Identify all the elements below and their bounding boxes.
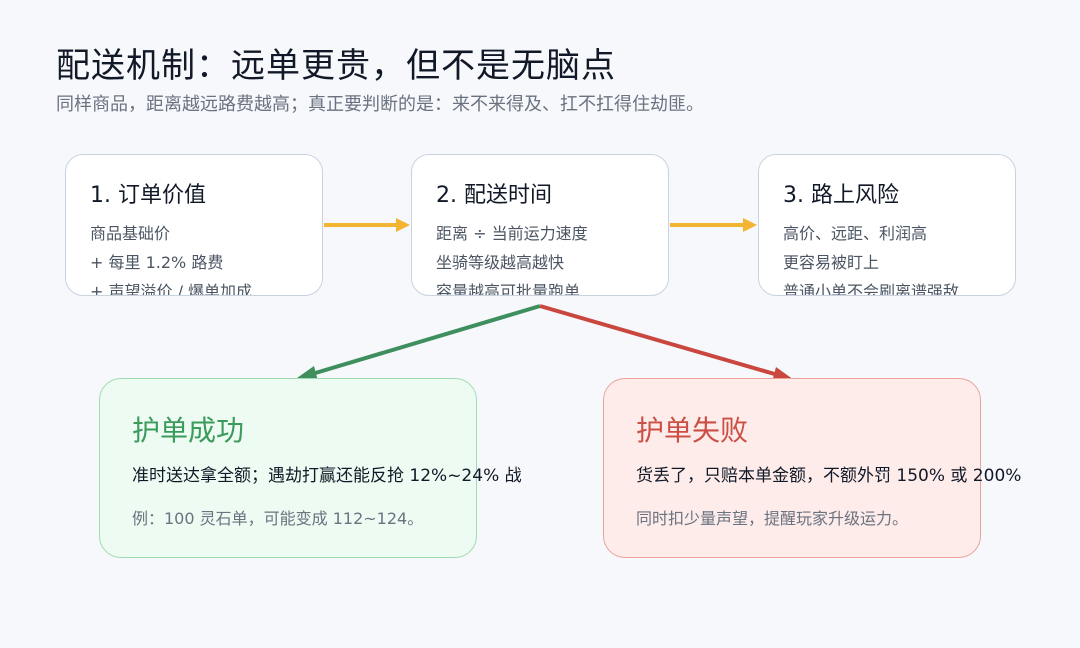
outcome-example: 例：100 灵石单，可能变成 112~124。 <box>132 509 424 528</box>
step-line: + 声望溢价 / 爆单加成 <box>90 282 253 296</box>
arrow-step2-to-step3 <box>670 218 757 232</box>
outcome-description: 货丢了，只赔本单金额，不额外罚 150% 或 200% <box>636 466 1022 486</box>
outcome-title: 护单失败 <box>636 414 749 447</box>
step-card-order-value: 1. 订单价值 商品基础价 + 每里 1.2% 路费 + 声望溢价 / 爆单加成 <box>65 154 323 296</box>
outcome-card-success: 护单成功 准时送达拿全额；遇劫打赢还能反抢 12%~24% 战 例：100 灵石… <box>99 378 522 558</box>
arrow-step1-to-step2 <box>324 218 410 232</box>
outcome-card-fail: 护单失败 货丢了，只赔本单金额，不额外罚 150% 或 200% 同时扣少量声望… <box>603 378 1021 558</box>
step-title: 1. 订单价值 <box>90 183 206 208</box>
outcome-description: 准时送达拿全额；遇劫打赢还能反抢 12%~24% 战 <box>132 466 522 486</box>
step-title: 2. 配送时间 <box>436 183 552 208</box>
page-subtitle: 同样商品，距离越远路费越高；真正要判断的是：来不来得及、扛不扛得住劫匪。 <box>56 94 704 115</box>
step-line: 普通小单不会刷离谱强敌 <box>783 282 960 296</box>
outcome-example: 同时扣少量声望，提醒玩家升级运力。 <box>636 509 909 528</box>
step-line: 更容易被盯上 <box>783 253 880 272</box>
step-title: 3. 路上风险 <box>783 183 899 208</box>
step-line: 商品基础价 <box>90 224 171 243</box>
step-line: 距离 ÷ 当前运力速度 <box>436 224 588 243</box>
step-card-road-risk: 3. 路上风险 高价、远距、利润高 更容易被盯上 普通小单不会刷离谱强敌 <box>758 154 1016 296</box>
step-line: + 每里 1.2% 路费 <box>90 253 224 272</box>
page-title: 配送机制：远单更贵，但不是无脑点 <box>56 46 616 86</box>
arrow-to-fail <box>539 304 794 382</box>
step-card-delivery-time: 2. 配送时间 距离 ÷ 当前运力速度 坐骑等级越高越快 容量越高可批量跑单 <box>411 154 669 296</box>
outcome-title: 护单成功 <box>132 414 245 447</box>
step-line: 容量越高可批量跑单 <box>436 282 581 296</box>
step-line: 坐骑等级越高越快 <box>436 253 565 272</box>
arrow-to-success <box>297 304 541 381</box>
step-line: 高价、远距、利润高 <box>783 224 928 243</box>
